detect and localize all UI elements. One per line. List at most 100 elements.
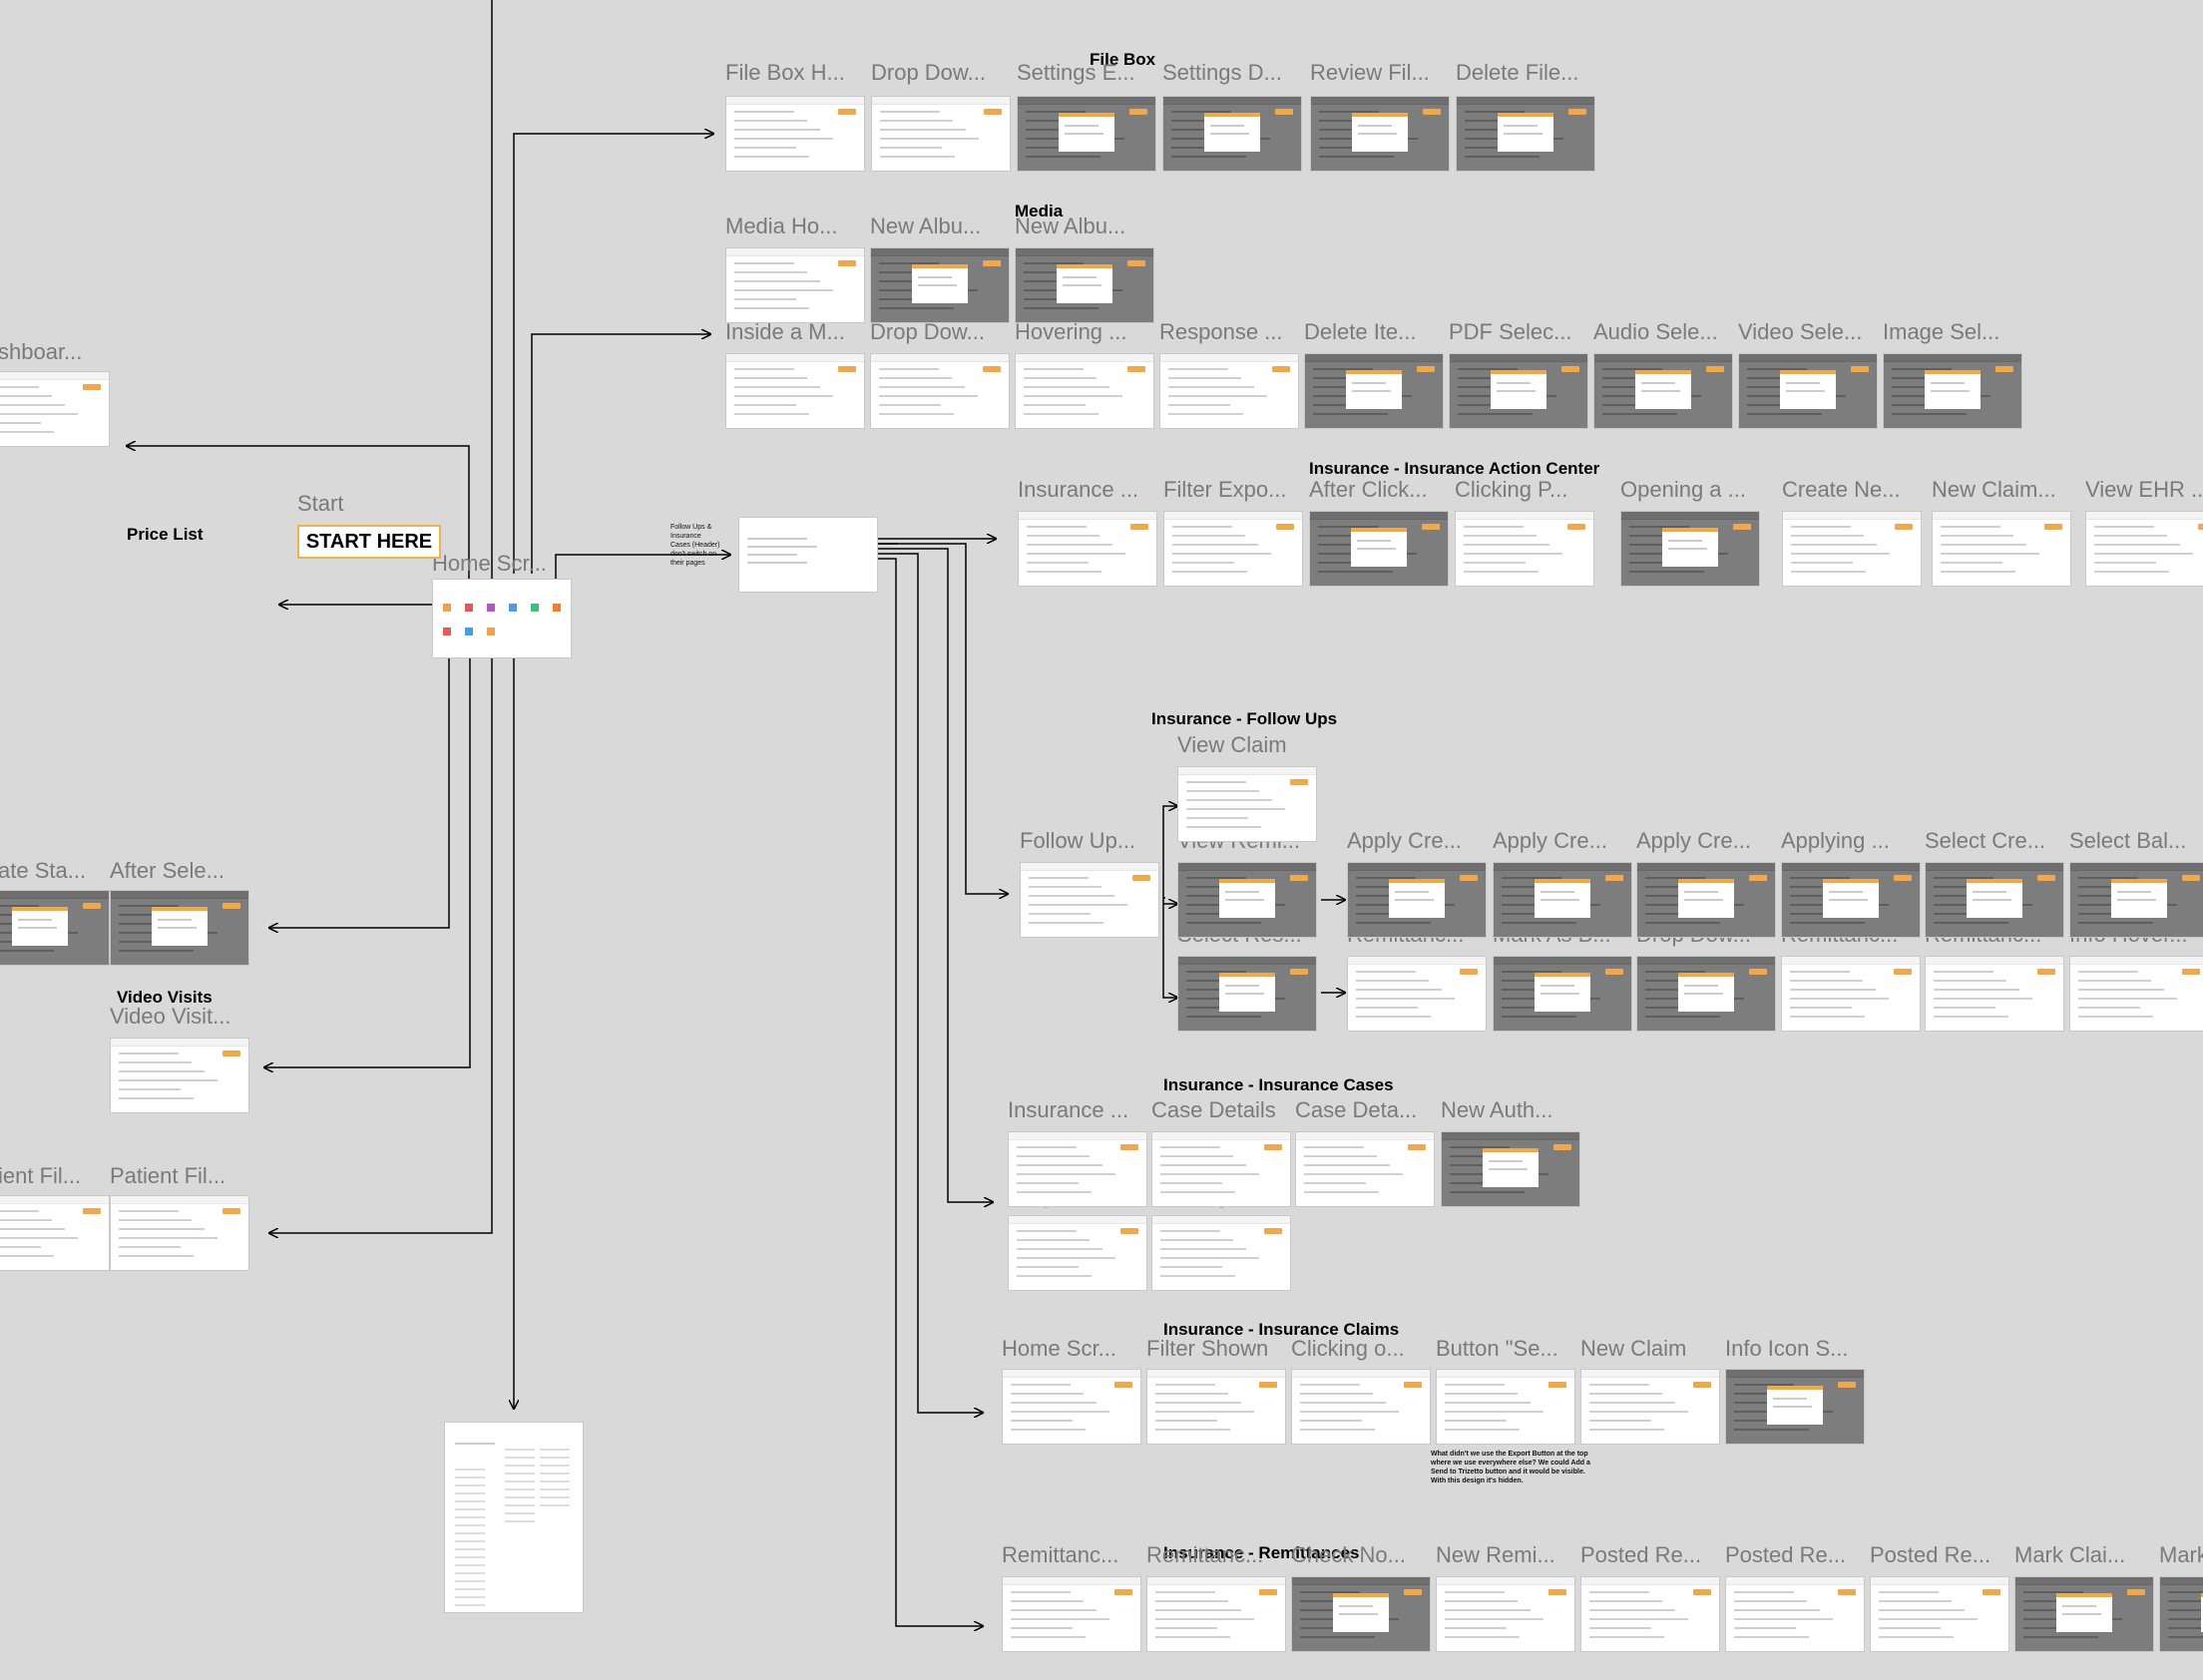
frame-thumbnail-follow-ups-3[interactable] <box>1347 862 1487 938</box>
frame-thumbnail-follow-ups-13[interactable] <box>1781 956 1921 1032</box>
frame-thumbnail-file-box-5[interactable] <box>1456 96 1595 172</box>
frame-label-follow-ups-5: Apply Cre... <box>1636 828 1751 853</box>
frame-thumbnail-action-center-7[interactable] <box>2085 511 2203 587</box>
frame-thumbnail-media-row2-5[interactable] <box>1449 353 1588 429</box>
frame-thumbnail-media-row2-7[interactable] <box>1738 353 1878 429</box>
frame-label-claims-0: Home Scr... <box>1002 1336 1116 1361</box>
frame-thumbnail-follow-ups-15[interactable] <box>2069 956 2203 1032</box>
frame-thumbnail-media-row2-1[interactable] <box>870 353 1010 429</box>
frame-thumbnail-remittances-1[interactable] <box>1146 1576 1286 1652</box>
section-title-left-titles-0: Price List <box>127 525 204 544</box>
frame-thumbnail-claims-4[interactable] <box>1580 1369 1720 1445</box>
frame-label-remittances-7: Mark Clai... <box>2014 1542 2126 1567</box>
frame-thumbnail-follow-ups-10[interactable] <box>1347 956 1487 1032</box>
frame-label-action-center-3: Clicking P... <box>1455 477 1568 502</box>
frame-thumbnail-claims-5[interactable] <box>1725 1369 1865 1445</box>
frame-thumbnail-media-1[interactable] <box>870 247 1010 323</box>
frame-thumbnail-remittances-0[interactable] <box>1002 1576 1141 1652</box>
frame-thumbnail-media-0[interactable] <box>725 247 865 323</box>
frame-thumbnail-follow-ups-7[interactable] <box>1925 862 2064 938</box>
frame-label-media-row2-7: Video Sele... <box>1738 319 1863 344</box>
frame-thumbnail-follow-ups-1[interactable] <box>1020 862 1159 938</box>
frame-thumbnail-action-center-6[interactable] <box>1932 511 2071 587</box>
frame-label-left-4: Video Visit... <box>110 1004 231 1029</box>
frame-thumbnail-follow-ups-9[interactable] <box>1177 956 1317 1032</box>
frame-thumbnail-media-row2-3[interactable] <box>1159 353 1299 429</box>
frame-thumbnail-action-center-1[interactable] <box>1163 511 1303 587</box>
frame-label-left-3: After Sele... <box>110 858 224 883</box>
frame-thumbnail-follow-ups-6[interactable] <box>1781 862 1921 938</box>
frame-thumbnail-left-5[interactable] <box>0 1195 110 1271</box>
frame-thumbnail-cases-0[interactable] <box>1008 1131 1147 1207</box>
frame-thumbnail-file-box-0[interactable] <box>725 96 865 172</box>
frame-thumbnail-claims-0[interactable] <box>1002 1369 1141 1445</box>
frame-thumbnail-cases-5[interactable] <box>1151 1215 1291 1291</box>
frame-thumbnail-left-6[interactable] <box>110 1195 249 1271</box>
frame-thumbnail-remittances-7[interactable] <box>2014 1576 2154 1652</box>
frame-thumbnail-action-center-5[interactable] <box>1782 511 1922 587</box>
frame-thumbnail-left-0[interactable] <box>0 371 110 447</box>
frame-thumbnail-follow-ups-14[interactable] <box>1925 956 2064 1032</box>
frame-label-media-1: New Albu... <box>870 213 982 238</box>
frame-thumbnail-media-row2-0[interactable] <box>725 353 865 429</box>
frame-label-follow-ups-7: Select Cre... <box>1925 828 2046 853</box>
frame-thumbnail-remittances-8[interactable] <box>2159 1576 2203 1652</box>
connector-to-date-start <box>269 644 450 928</box>
section-title-left-titles-1: Video Visits <box>117 988 213 1007</box>
frame-thumbnail-action-center-2[interactable] <box>1309 511 1449 587</box>
frame-thumbnail-left-3[interactable] <box>110 890 249 966</box>
frame-label-action-center-6: New Claim... <box>1932 477 2056 502</box>
frame-thumbnail-claims-1[interactable] <box>1146 1369 1286 1445</box>
frame-label-cases-1: Case Details <box>1151 1097 1276 1122</box>
frame-thumbnail-cases-3[interactable] <box>1441 1131 1580 1207</box>
frame-thumbnail-cases-4[interactable] <box>1008 1215 1147 1291</box>
frame-thumbnail-remittances-3[interactable] <box>1436 1576 1575 1652</box>
frame-thumbnail-media-row2-4[interactable] <box>1304 353 1444 429</box>
follow-ups-home-frame[interactable] <box>738 517 878 593</box>
frame-thumbnail-follow-ups-2[interactable] <box>1177 862 1317 938</box>
frame-thumbnail-media-2[interactable] <box>1015 247 1154 323</box>
frame-label-claims-3: Button "Se... <box>1436 1336 1558 1361</box>
frame-thumbnail-media-row2-2[interactable] <box>1015 353 1154 429</box>
frame-label-action-center-0: Insurance ... <box>1018 477 1139 502</box>
frame-thumbnail-claims-2[interactable] <box>1291 1369 1431 1445</box>
start-here-button[interactable]: START HERE <box>297 525 441 559</box>
frame-thumbnail-cases-2[interactable] <box>1295 1131 1435 1207</box>
frame-thumbnail-action-center-4[interactable] <box>1620 511 1760 587</box>
frame-label-media-row2-4: Delete Ite... <box>1304 319 1417 344</box>
frame-label-claims-4: New Claim <box>1580 1336 1687 1361</box>
frame-thumbnail-remittances-4[interactable] <box>1580 1576 1720 1652</box>
frame-thumbnail-remittances-5[interactable] <box>1725 1576 1865 1652</box>
frame-thumbnail-remittances-2[interactable] <box>1291 1576 1431 1652</box>
frame-label-left-0: shboar... <box>0 339 83 364</box>
frame-thumbnail-follow-ups-4[interactable] <box>1493 862 1632 938</box>
frame-thumbnail-file-box-4[interactable] <box>1310 96 1450 172</box>
frame-label-action-center-2: After Click... <box>1309 477 1428 502</box>
frame-label-file-box-5: Delete File... <box>1456 60 1579 85</box>
frame-thumbnail-file-box-3[interactable] <box>1162 96 1302 172</box>
frame-thumbnail-action-center-0[interactable] <box>1018 511 1157 587</box>
frame-thumbnail-cases-1[interactable] <box>1151 1131 1291 1207</box>
settings-list-frame[interactable] <box>444 1422 584 1613</box>
frame-label-remittances-2: Check No... <box>1291 1542 1406 1567</box>
frame-thumbnail-remittances-6[interactable] <box>1870 1576 2009 1652</box>
frame-thumbnail-file-box-1[interactable] <box>871 96 1011 172</box>
frame-thumbnail-follow-ups-12[interactable] <box>1636 956 1776 1032</box>
frame-thumbnail-media-row2-8[interactable] <box>1883 353 2022 429</box>
frame-thumbnail-follow-ups-8[interactable] <box>2069 862 2203 938</box>
start-caption: Start <box>297 491 344 516</box>
frame-thumbnail-file-box-2[interactable] <box>1017 96 1156 172</box>
frame-thumbnail-left-2[interactable] <box>0 890 110 966</box>
frame-thumbnail-claims-3[interactable] <box>1436 1369 1575 1445</box>
home-screen-frame[interactable] <box>432 579 572 658</box>
frame-thumbnail-media-row2-6[interactable] <box>1593 353 1733 429</box>
frame-thumbnail-follow-ups-5[interactable] <box>1636 862 1776 938</box>
connector-to-file-box <box>513 134 713 574</box>
frame-thumbnail-follow-ups-0[interactable] <box>1177 766 1317 842</box>
frame-label-remittances-3: New Remi... <box>1436 1542 1555 1567</box>
connector-follow-up-remit <box>1162 898 1177 904</box>
frame-thumbnail-action-center-3[interactable] <box>1455 511 1594 587</box>
frame-thumbnail-follow-ups-11[interactable] <box>1493 956 1632 1032</box>
frame-thumbnail-left-4[interactable] <box>110 1038 249 1113</box>
